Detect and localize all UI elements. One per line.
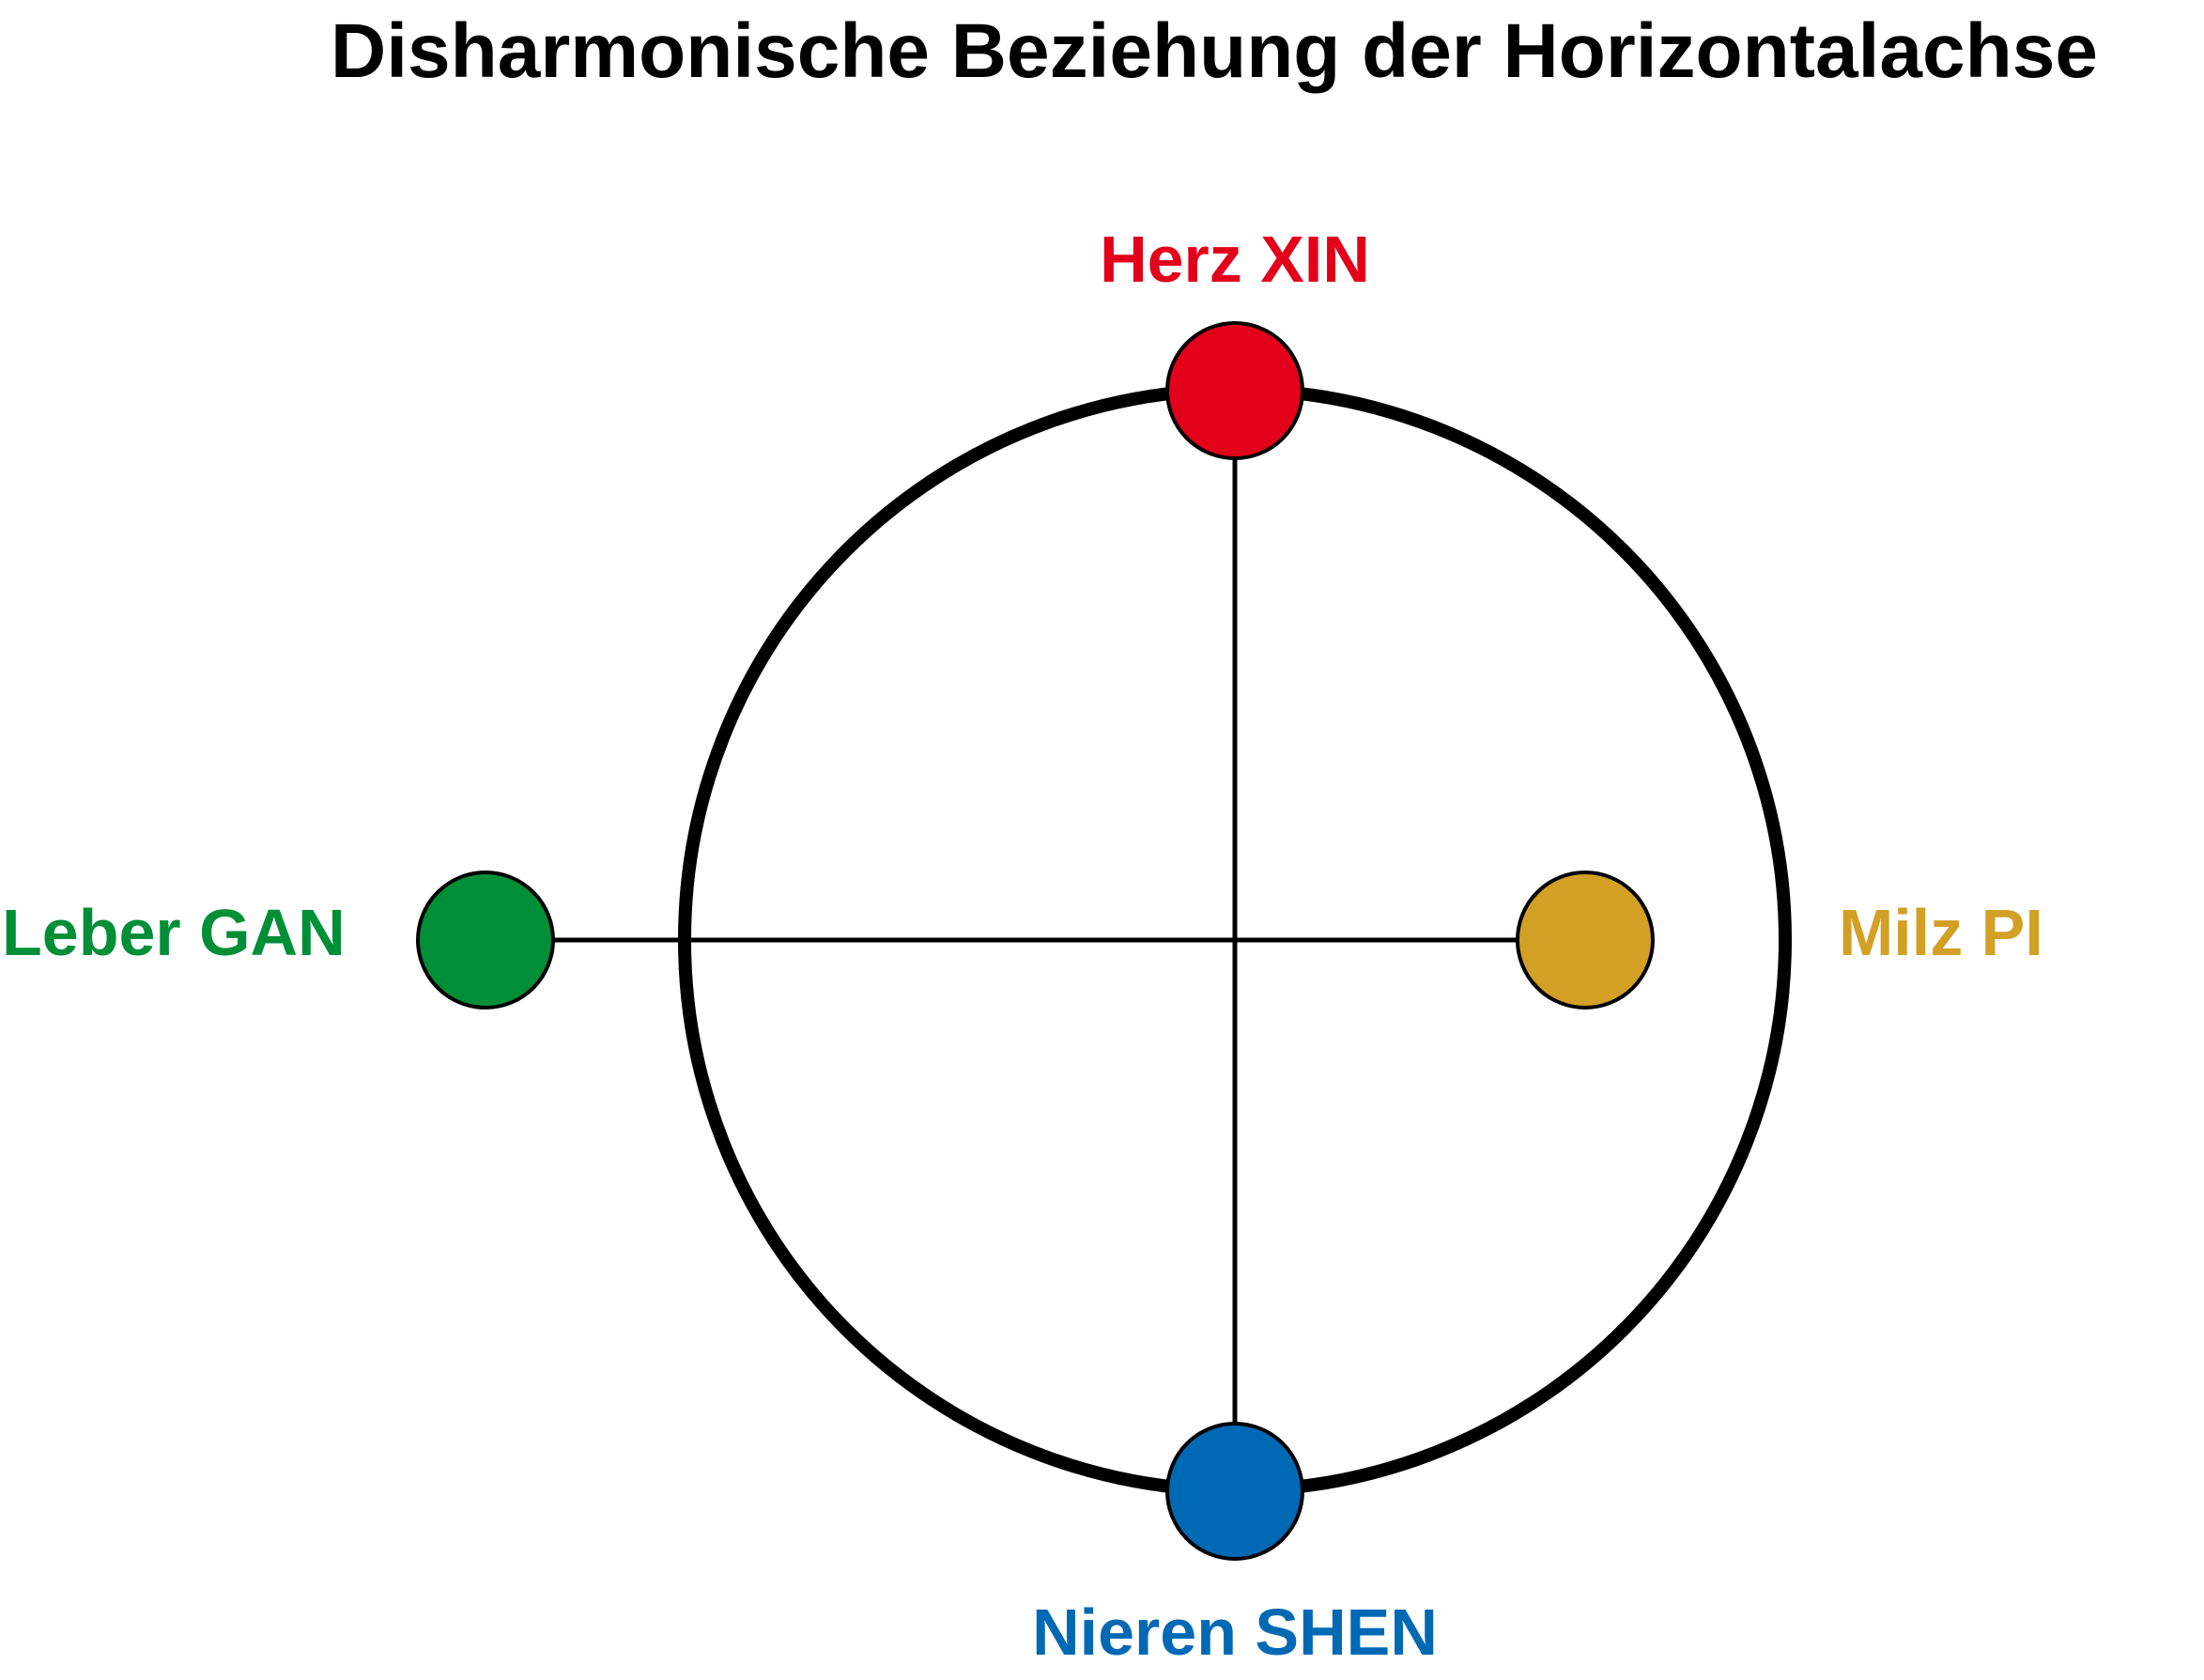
node-leber-gan (416, 871, 555, 1010)
diagram-title: Disharmonische Beziehung der Horizontala… (331, 8, 2098, 94)
node-milz-pi (1516, 871, 1655, 1010)
label-leber-gan: Leber GAN (2, 896, 346, 969)
label-herz-xin: Herz XIN (1100, 223, 1370, 296)
label-milz-pi: Milz PI (1839, 896, 2043, 969)
label-nieren-shen: Nieren SHEN (1032, 1595, 1438, 1669)
node-herz-xin (1165, 321, 1304, 460)
node-nieren-shen (1165, 1422, 1304, 1561)
